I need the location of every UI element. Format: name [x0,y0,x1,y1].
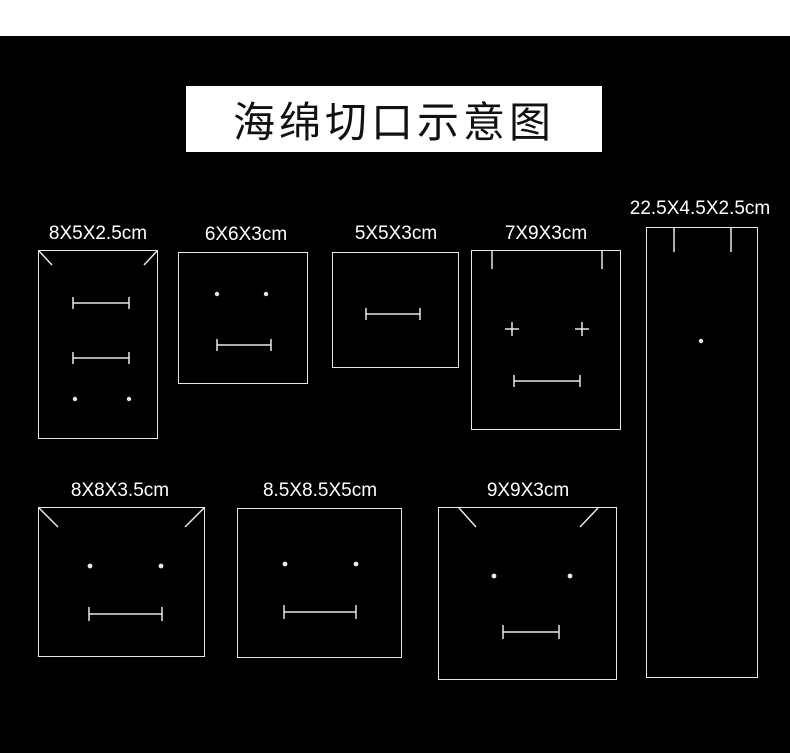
panel-8.5x8.5x5 [237,508,402,658]
panel-label-5x5x3: 5X5X3cm [354,223,438,244]
panel-label-6x6x3: 6X6X3cm [204,224,288,245]
panel-label-8x8x3.5: 8X8X3.5cm [70,480,170,501]
panel-label-8x5x2.5: 8X5X2.5cm [48,223,148,244]
panel-22.5x4.5x2.5 [646,227,758,678]
diagram-title: 海绵切口示意图 [232,97,555,147]
diagram-canvas [0,36,790,753]
panel-8x8x3.5 [38,507,205,657]
panel-label-9x9x3: 9X9X3cm [486,480,570,501]
panel-6x6x3 [178,252,308,384]
panel-label-7x9x3: 7X9X3cm [504,223,588,244]
panel-7x9x3 [471,250,621,430]
title-box: 海绵切口示意图 [186,86,602,152]
panel-label-8.5x8.5x5: 8.5X8.5X5cm [262,480,378,501]
panel-9x9x3 [438,507,617,680]
panel-5x5x3 [332,252,459,368]
panel-8x5x2.5 [38,250,158,439]
panel-label-22.5x4.5x2.5: 22.5X4.5X2.5cm [629,198,771,219]
